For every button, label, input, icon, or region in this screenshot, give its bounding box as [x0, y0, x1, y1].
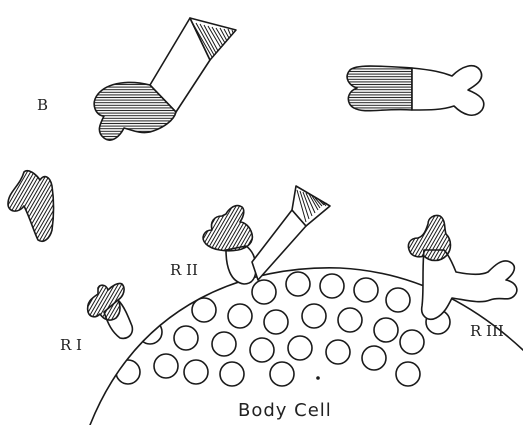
label-r1: R I — [60, 336, 82, 354]
free-receptor-b — [94, 18, 236, 140]
free-receptor-right — [347, 66, 484, 115]
receptor-r1 — [88, 283, 133, 338]
label-body-cell: Body Cell — [238, 400, 332, 421]
receptor-r2 — [203, 186, 330, 284]
free-y-receptor — [8, 171, 54, 242]
cell-granules — [116, 272, 450, 386]
label-r2: R II — [170, 261, 198, 279]
receptor-r3 — [408, 215, 516, 319]
label-b: B — [37, 96, 48, 114]
label-r3: R III — [470, 322, 504, 340]
